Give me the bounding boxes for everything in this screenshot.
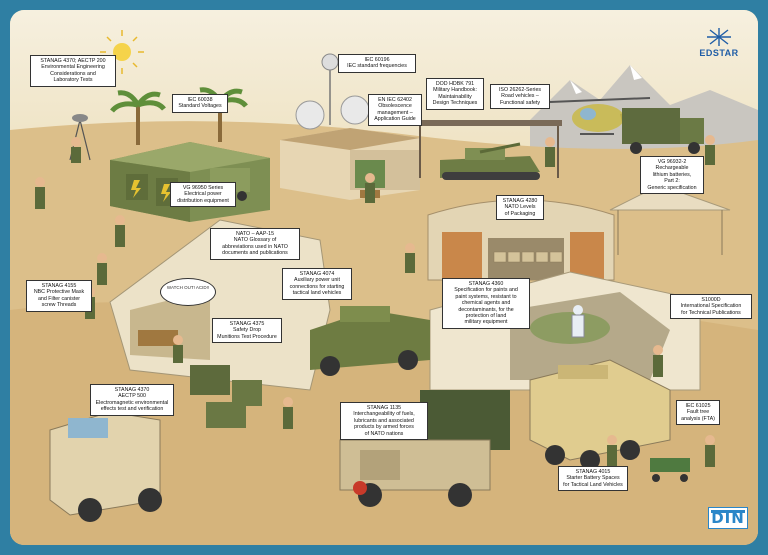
tank-shelter <box>416 120 562 180</box>
cargo-truck-left <box>49 411 162 522</box>
desert-camp-illustration <box>10 10 758 545</box>
armored-personnel-carrier <box>529 359 671 470</box>
edstar-logo-icon <box>707 28 731 46</box>
speech-bubble: WATCH OUT! ACID!! <box>160 278 216 306</box>
fuel-truck <box>339 390 510 507</box>
edstar-name: EDSTAR <box>699 48 739 58</box>
packaging-warehouse <box>427 199 615 281</box>
din-logo-text: DIN <box>711 509 745 527</box>
armored-vehicle <box>310 306 430 376</box>
ammunition-crates <box>190 365 262 428</box>
din-logo-bar <box>711 510 745 513</box>
tool-trolley <box>650 458 690 482</box>
big-tent <box>109 219 331 391</box>
soldier-figures <box>35 135 715 467</box>
field-canopy <box>609 184 731 255</box>
communications-building <box>280 53 420 200</box>
hazmat-worker <box>571 305 585 338</box>
cargo-truck-top <box>622 108 704 154</box>
din-logo: DIN <box>708 507 748 529</box>
edstar-logo: EDSTAR <box>688 26 750 58</box>
